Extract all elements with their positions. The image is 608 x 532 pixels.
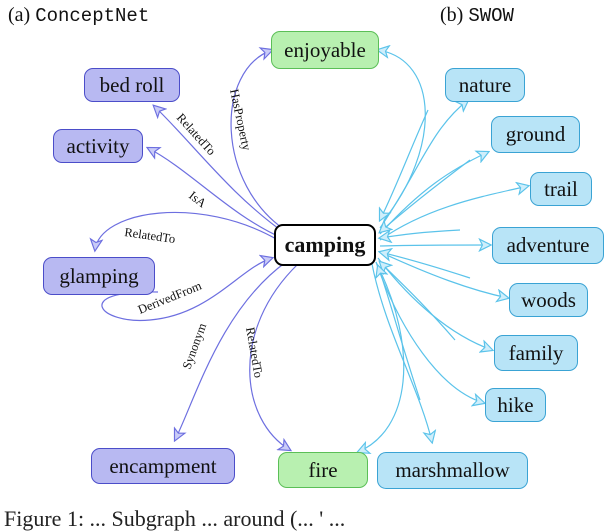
edge-label-synonym: Synonym xyxy=(180,321,210,371)
edge-swow-in-1 xyxy=(380,109,429,220)
node-nature[interactable]: nature xyxy=(445,68,525,102)
node-camping[interactable]: camping xyxy=(274,224,376,266)
edge-swow-in-2 xyxy=(380,159,471,232)
node-activity[interactable]: activity xyxy=(53,129,143,163)
node-fire[interactable]: fire xyxy=(278,452,368,488)
panel-label-b: (b) SWOW xyxy=(440,4,514,27)
panel-b-name: SWOW xyxy=(468,5,514,27)
panel-b-prefix: (b) xyxy=(440,4,464,26)
edge-swow-adventure xyxy=(379,245,490,246)
edge-swow-nature xyxy=(379,100,468,229)
edge-relatedto-bedroll xyxy=(154,106,287,235)
edge-swow-ground xyxy=(379,152,488,235)
node-bed-roll[interactable]: bed roll xyxy=(84,68,180,102)
panel-a-name: ConceptNet xyxy=(35,5,150,27)
edge-swow-hike xyxy=(375,261,484,403)
figure-caption: Figure 1: ... Subgraph ... around (... '… xyxy=(4,506,346,531)
node-adventure[interactable]: adventure xyxy=(492,227,604,264)
panel-label-a: (a) ConceptNet xyxy=(8,4,149,27)
node-trail[interactable]: trail xyxy=(530,172,592,206)
edge-swow-woods xyxy=(379,251,508,298)
edge-swow-family xyxy=(377,257,492,350)
edge-hasproperty xyxy=(230,50,289,233)
edge-relatedto-glamping xyxy=(95,211,279,250)
edge-relatedto-fire xyxy=(249,263,299,450)
node-encampment[interactable]: encampment xyxy=(91,448,235,484)
edge-swow-in-6 xyxy=(378,266,421,401)
node-hike[interactable]: hike xyxy=(485,388,546,422)
node-ground[interactable]: ground xyxy=(491,116,580,153)
node-marshmallow[interactable]: marshmallow xyxy=(377,452,528,489)
edge-isa xyxy=(148,148,283,239)
node-family[interactable]: family xyxy=(494,335,578,371)
edge-derivedfrom xyxy=(101,258,272,322)
panel-a-prefix: (a) xyxy=(8,4,31,26)
edge-label-relatedto-glamping: RelatedTo xyxy=(124,225,177,246)
edge-swow-in-4 xyxy=(380,252,471,279)
edge-swow-fire xyxy=(358,261,405,452)
node-woods[interactable]: woods xyxy=(509,283,588,317)
node-glamping[interactable]: glamping xyxy=(43,257,155,295)
edge-synonym xyxy=(175,261,287,440)
edge-label-isa: IsA xyxy=(186,188,209,210)
edge-swow-trail xyxy=(379,186,528,241)
edge-swow-in-3 xyxy=(380,230,461,238)
node-enjoyable[interactable]: enjoyable xyxy=(271,31,379,69)
edge-swow-marshmallow xyxy=(371,263,432,442)
edge-label-relatedto-fire: RelatedTo xyxy=(243,326,266,379)
